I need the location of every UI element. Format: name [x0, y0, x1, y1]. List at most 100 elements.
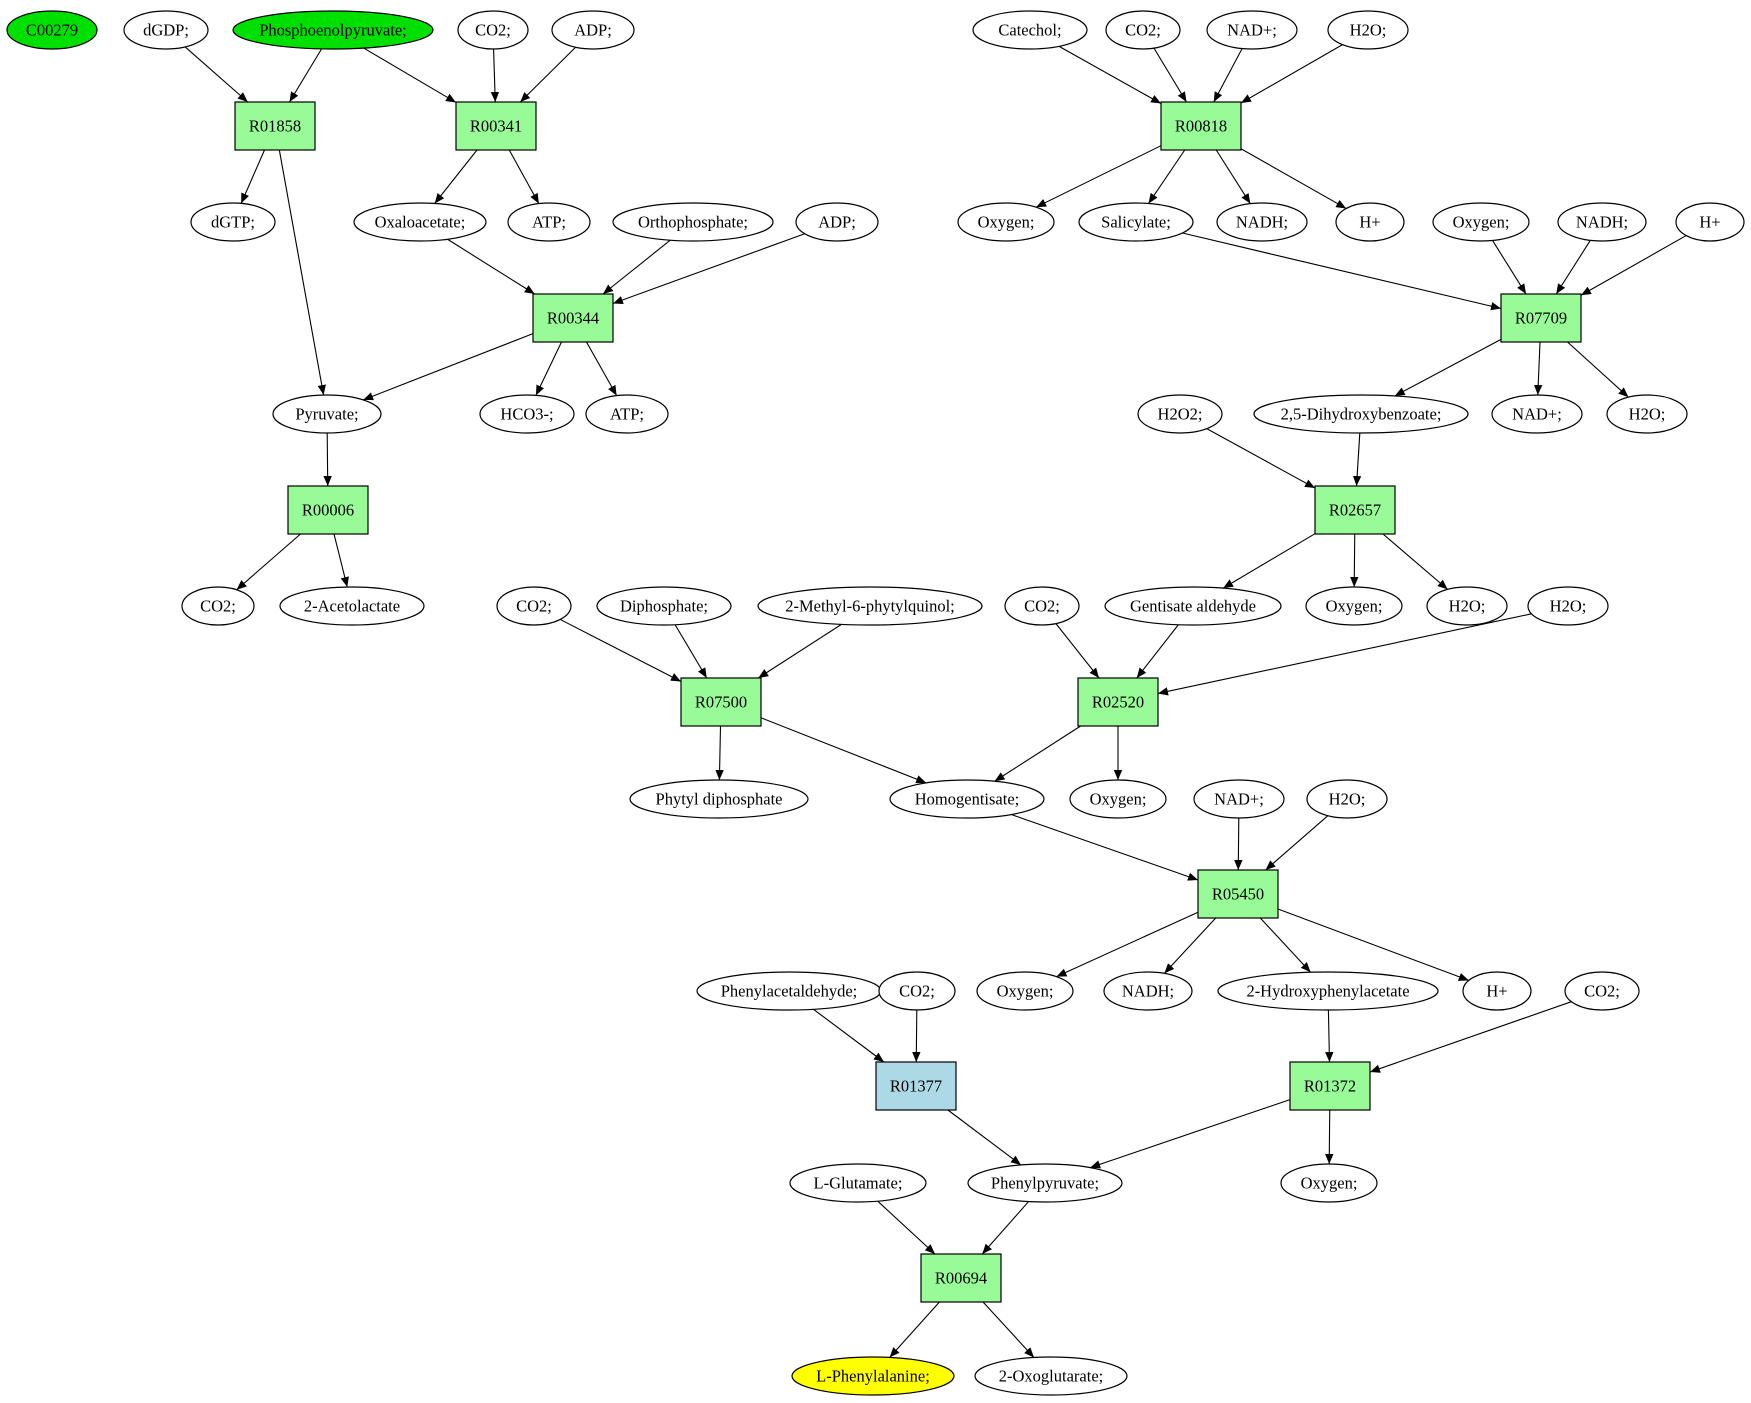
edge-arrow [184, 46, 249, 103]
metabolite-node: H2O; [1527, 586, 1609, 626]
edge-arrow [1567, 341, 1629, 398]
edge-arrow [1213, 48, 1243, 103]
metabolite-label: ATP; [610, 405, 644, 424]
metabolite-ellipse [232, 10, 434, 50]
metabolite-ellipse [1069, 779, 1167, 819]
reaction-box [1077, 677, 1159, 727]
metabolite-ellipse [1462, 971, 1532, 1011]
metabolite-node: Orthophosphate; [612, 202, 774, 242]
metabolite-node: H2O; [1327, 10, 1409, 50]
metabolite-label: ADP; [818, 213, 856, 232]
edge-arrow [982, 1301, 1035, 1358]
edge-arrow [559, 618, 682, 682]
metabolite-label: CO2; [1024, 597, 1060, 616]
metabolite-node: CO2; [1004, 586, 1080, 626]
metabolite-node: Oxygen; [1305, 586, 1403, 626]
metabolite-label: 2-Acetolactate [304, 597, 400, 616]
metabolite-label: Oxygen; [997, 982, 1054, 1001]
metabolite-node: H+ [1335, 202, 1405, 242]
edge-arrow [1182, 232, 1502, 311]
metabolite-label: Diphosphate; [620, 597, 708, 616]
metabolite-label: NADH; [1576, 213, 1628, 232]
edge-arrow [1011, 814, 1199, 881]
metabolite-label: H2O; [1329, 790, 1366, 809]
metabolite-label: dGTP; [211, 213, 255, 232]
metabolite-ellipse [1491, 394, 1583, 434]
edge-arrow [1215, 149, 1251, 204]
edge-arrow [1055, 623, 1100, 679]
metabolite-label: H+ [1699, 213, 1720, 232]
metabolite-node: NAD+; [1193, 779, 1285, 819]
metabolite-ellipse [1327, 10, 1409, 50]
edge-arrow [323, 432, 332, 487]
metabolite-ellipse [1103, 971, 1193, 1011]
edge-arrow [1157, 613, 1532, 696]
metabolite-label: Phytyl diphosphate [656, 790, 783, 809]
metabolite-ellipse [629, 779, 809, 819]
metabolite-ellipse [1280, 1163, 1378, 1203]
edge-arrow [947, 1109, 1022, 1166]
metabolite-node: NADH; [1103, 971, 1193, 1011]
metabolite-ellipse [353, 202, 487, 242]
metabolite-label: HCO3-; [500, 405, 553, 424]
metabolite-label: NAD+; [1512, 405, 1562, 424]
metabolite-label: H2O; [1350, 21, 1387, 40]
edge-arrow [1277, 908, 1469, 981]
edge-arrow [363, 47, 457, 103]
metabolite-node: NAD+; [1491, 394, 1583, 434]
metabolite-label: H2O; [1449, 597, 1486, 616]
reaction-node: R07500 [680, 677, 762, 727]
reaction-label: R01377 [890, 1077, 942, 1096]
metabolite-node: Salicylate; [1078, 202, 1194, 242]
metabolite-ellipse [1004, 586, 1080, 626]
metabolite-ellipse [1105, 10, 1181, 50]
metabolite-ellipse [789, 1163, 927, 1203]
metabolite-label: C00279 [26, 21, 78, 40]
metabolite-ellipse [791, 1356, 955, 1396]
metabolite-ellipse [612, 202, 774, 242]
metabolite-label: Oxaloacetate; [375, 213, 466, 232]
metabolite-label: Oxygen; [1301, 1174, 1358, 1193]
reaction-node: R05450 [1197, 869, 1279, 919]
edge-arrow [760, 717, 927, 784]
edge-arrow [1259, 917, 1311, 973]
edge-arrow [602, 239, 671, 295]
metabolite-node: CO2; [1564, 971, 1640, 1011]
metabolite-label: Phosphoenolpyruvate; [259, 21, 407, 40]
reaction-label: R00694 [935, 1269, 987, 1288]
reaction-node: R02657 [1314, 485, 1396, 535]
metabolite-label: Phenylpyruvate; [991, 1174, 1099, 1193]
metabolite-label: L-Phenylalanine; [816, 1367, 930, 1386]
metabolite-label: Orthophosphate; [638, 213, 748, 232]
metabolite-label: Oxygen; [1090, 790, 1147, 809]
metabolite-node: HCO3-; [479, 394, 575, 434]
metabolite-label: H+ [1359, 213, 1380, 232]
metabolite-label: CO2; [1125, 21, 1161, 40]
metabolite-node: dGTP; [190, 202, 276, 242]
metabolite-ellipse [972, 10, 1088, 50]
edge-arrow [586, 341, 618, 396]
metabolite-label: Phenylacetaldehyde; [721, 982, 858, 1001]
reaction-box [287, 485, 369, 535]
metabolite-ellipse [190, 202, 276, 242]
reaction-node: R00344 [532, 293, 614, 343]
edge-arrow [1580, 235, 1687, 296]
metabolite-node: Gentisate aldehyde [1104, 586, 1282, 626]
edge-arrow [236, 533, 301, 591]
reaction-label: R02657 [1329, 501, 1381, 520]
reaction-node: R00006 [287, 485, 369, 535]
metabolite-ellipse [1306, 779, 1388, 819]
reaction-box [532, 293, 614, 343]
metabolite-node: H2O2; [1137, 394, 1223, 434]
metabolite-label: Gentisate aldehyde [1130, 597, 1256, 616]
edge-arrow [1534, 341, 1543, 396]
reaction-node: R00694 [920, 1253, 1002, 1303]
edge-arrow [508, 149, 540, 204]
reaction-node: R07709 [1500, 293, 1582, 343]
edge-arrow [612, 233, 805, 304]
metabolite-ellipse [585, 394, 669, 434]
metabolite-ellipse [507, 202, 591, 242]
edge-arrow [1240, 44, 1343, 104]
metabolite-label: Oxygen; [1326, 597, 1383, 616]
